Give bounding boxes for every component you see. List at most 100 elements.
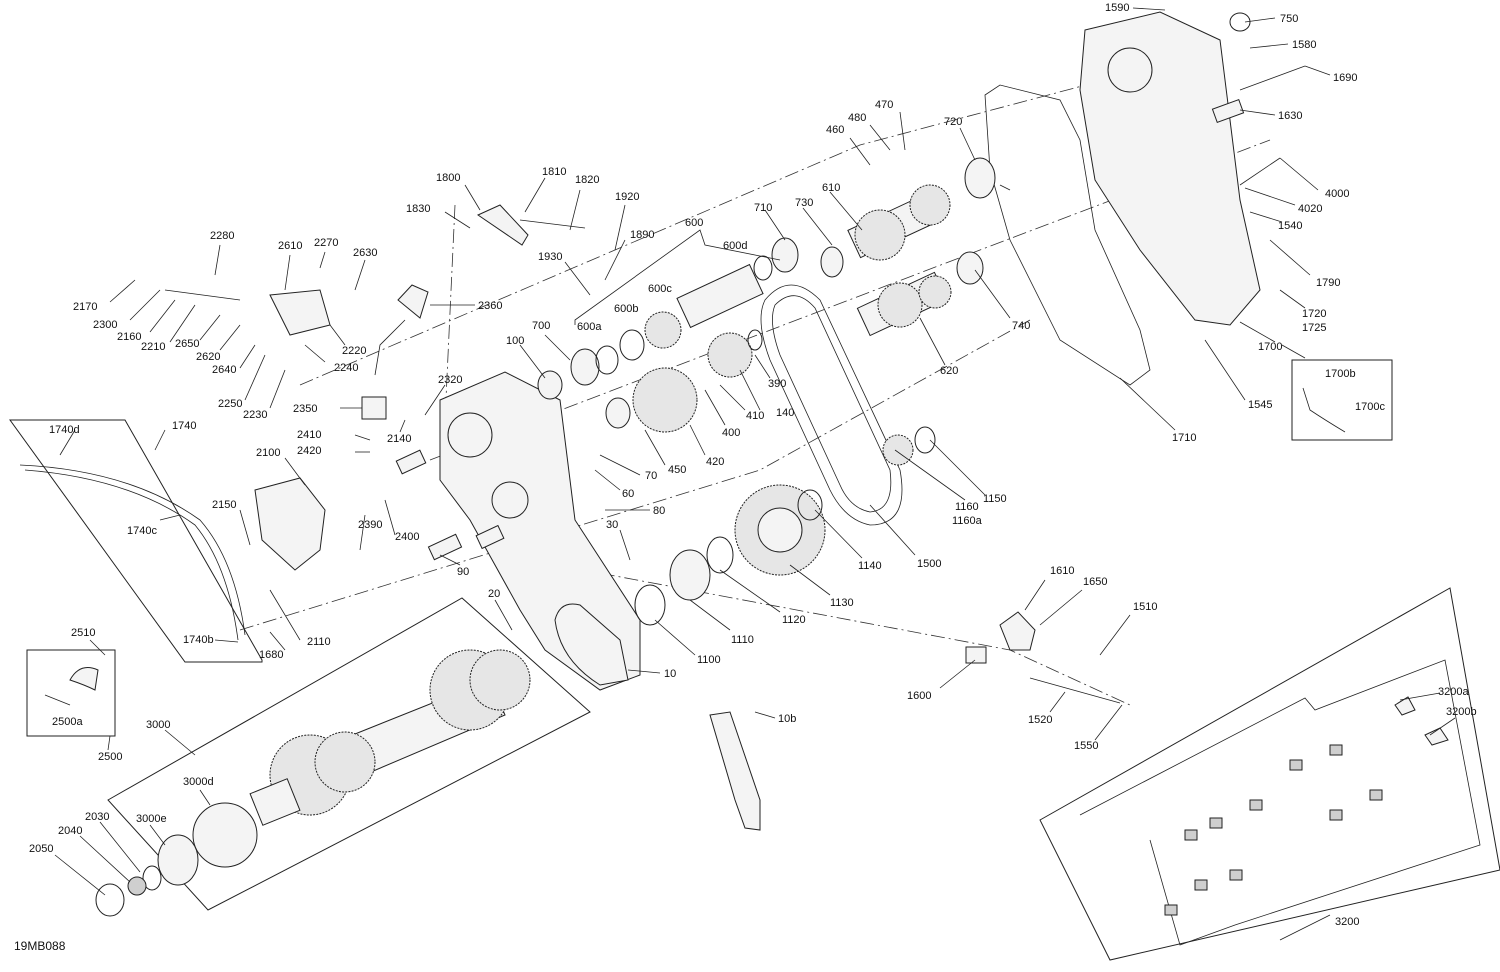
bracket-2220 (269, 289, 331, 336)
callout: 2030 (85, 811, 109, 823)
gear-1160 (882, 434, 914, 466)
callout: 1650 (1083, 576, 1107, 588)
frame-2500 (26, 649, 116, 737)
callout: 1890 (630, 229, 654, 241)
sensor-1610 (999, 611, 1036, 651)
callout: 610 (822, 182, 840, 194)
plate-3000d (192, 802, 258, 868)
callout: 470 (875, 99, 893, 111)
callout: 410 (746, 410, 764, 422)
guide-10 (554, 603, 629, 686)
belt-1500 (760, 284, 903, 526)
callout: 1140 (858, 560, 882, 572)
callout: 1600 (907, 690, 931, 702)
callout: 2350 (293, 403, 317, 415)
axis-lower (239, 319, 1031, 631)
rod-1520 (1029, 677, 1121, 704)
callout: 80 (653, 505, 665, 517)
callout: 740 (1012, 320, 1030, 332)
callout: 1740c (127, 525, 157, 537)
callout: 1920 (615, 191, 639, 203)
callout: 60 (622, 488, 634, 500)
callout: 400 (722, 427, 740, 439)
bearing-710 (771, 237, 799, 273)
bearing-100 (537, 370, 563, 400)
callout: 1740 (172, 420, 196, 432)
lever-1800 (476, 204, 529, 246)
cable-1740 (19, 464, 246, 636)
callout: 2210 (141, 341, 165, 353)
housing-left-bore (447, 412, 493, 458)
callout: 390 (768, 378, 786, 390)
diagram-code: 19MB088 (14, 939, 66, 953)
rod-2360 (374, 319, 406, 376)
lever-2360 (397, 284, 429, 319)
bearing-700 (570, 348, 600, 386)
callout: 2320 (438, 374, 462, 386)
callout: 1820 (575, 174, 599, 186)
callout: 1740b (183, 634, 214, 646)
part-2500a (69, 667, 99, 691)
callout: 1110 (731, 634, 754, 646)
callout: 700 (532, 320, 550, 332)
callout: 2500a (52, 716, 83, 728)
ring-600d (753, 255, 773, 281)
bearing-730 (820, 246, 844, 278)
callout: 2400 (395, 531, 419, 543)
ring-600a (595, 345, 619, 375)
callout: 1100 (697, 654, 721, 666)
callout: 1545 (1248, 399, 1272, 411)
pin-2300 (164, 289, 241, 301)
callout: 2300 (93, 319, 117, 331)
callout: 2270 (314, 237, 338, 249)
callout: 2630 (353, 247, 377, 259)
callout: 3200a (1438, 686, 1469, 698)
ring-2030 (142, 865, 162, 891)
callout: 2650 (175, 338, 199, 350)
bearing-1120 (669, 549, 711, 601)
callout: 2150 (212, 499, 236, 511)
callout: 1700 (1258, 341, 1282, 353)
shaft-1820 (519, 219, 586, 229)
axis-shift (444, 204, 456, 421)
callout: 460 (826, 124, 844, 136)
frame-1700 (1291, 359, 1393, 441)
housing-left-bore2 (491, 481, 529, 519)
sprocket-3000-right-b (469, 649, 531, 711)
ring-1100 (706, 536, 734, 574)
callout: 90 (457, 566, 469, 578)
ring-1140 (797, 489, 823, 521)
leader-lines (44, 7, 1456, 941)
callout: 3000 (146, 719, 170, 731)
callout: 1520 (1028, 714, 1052, 726)
callout: 1700c (1355, 401, 1385, 413)
bearing-450 (605, 397, 631, 429)
callout: 1720 (1302, 308, 1326, 320)
callout: 1800 (436, 172, 460, 184)
bearing-740 (956, 251, 984, 285)
callout: 600c (648, 283, 672, 295)
callout: 1930 (538, 251, 562, 263)
callout: 1130 (830, 597, 854, 609)
bracket-2100 (254, 477, 326, 571)
sleeve-90 (427, 533, 463, 561)
callout: 2170 (73, 301, 97, 313)
harness-3200 (1079, 659, 1481, 946)
frame-shift-cable (9, 419, 263, 663)
callout: 1710 (1172, 432, 1196, 444)
sleeve-1630 (1211, 98, 1245, 124)
gear-610a (854, 209, 906, 261)
cable-1740-outer (24, 469, 239, 641)
callout: 420 (706, 456, 724, 468)
callout: 600a (577, 321, 602, 333)
callout: 10 (664, 668, 676, 680)
ring-390 (747, 329, 763, 351)
callout: 1610 (1050, 565, 1074, 577)
gasket-1710 (984, 84, 1151, 386)
callout: 4000 (1325, 188, 1349, 200)
callout: 2050 (29, 843, 53, 855)
callout: 1590 (1105, 2, 1129, 14)
nut-2040 (127, 876, 147, 896)
callout: 2410 (297, 429, 321, 441)
